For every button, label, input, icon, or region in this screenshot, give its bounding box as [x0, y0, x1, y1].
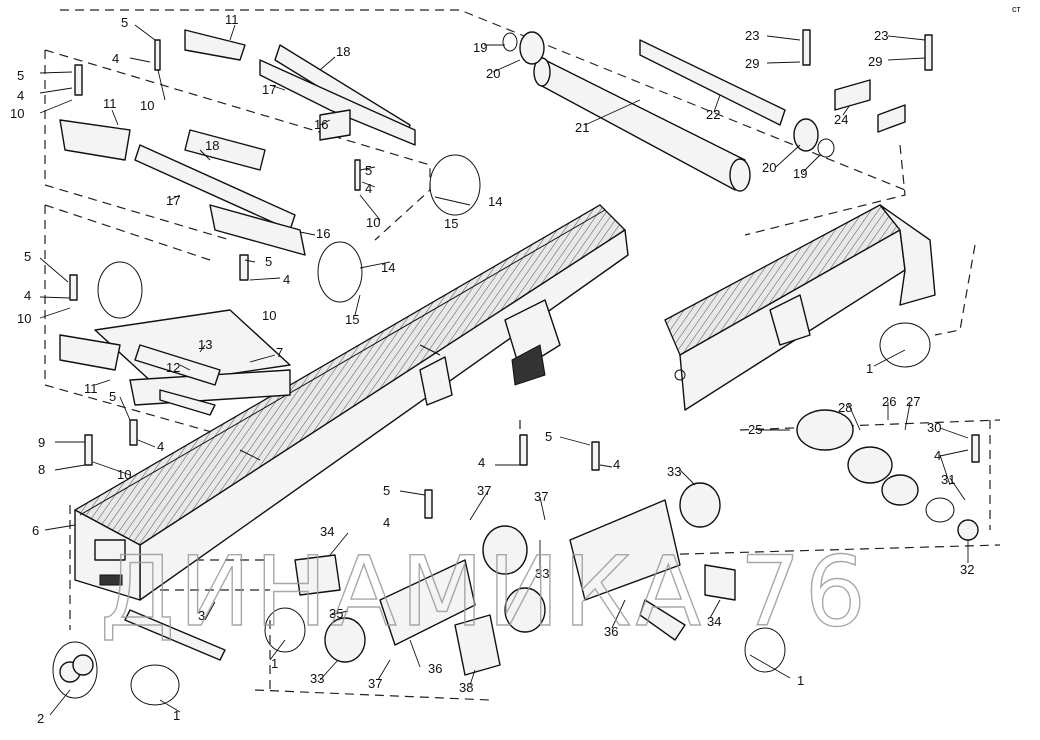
part-number-label: 30: [927, 420, 941, 435]
part-number-label: 24: [834, 112, 848, 127]
group-frames: [44, 9, 1001, 701]
part-number-label: 10: [10, 106, 24, 121]
part-number-label: 37: [534, 489, 548, 504]
watermark-text: ДИНАМИКА 76: [100, 536, 870, 648]
part-number-label: 26: [882, 394, 896, 409]
part-number-label: 33: [310, 671, 324, 686]
part-number-label: 16: [316, 226, 330, 241]
leader-lines: [39, 24, 969, 716]
part-number-label: 31: [941, 472, 955, 487]
part-number-label: 36: [428, 661, 442, 676]
part-number-label: 1: [173, 708, 180, 723]
part-number-label: 25: [748, 422, 762, 437]
part-number-label: 34: [320, 524, 334, 539]
part-number-label: 8: [38, 462, 45, 477]
part-number-label: 10: [140, 98, 154, 113]
part-number-label: 11: [225, 12, 239, 27]
part-number-label: 5: [24, 249, 31, 264]
subframe-left: [59, 309, 291, 416]
part-number-label: 11: [103, 96, 117, 111]
part-number-label: 15: [345, 312, 359, 327]
part-number-label: 14: [488, 194, 502, 209]
part-number-label: 22: [706, 107, 720, 122]
part-number-label: 5: [365, 163, 372, 178]
part-number-label: 20: [762, 160, 776, 175]
corner-mark: ст: [1012, 4, 1021, 14]
part-number-label: 1: [866, 361, 873, 376]
shafts-top: [59, 29, 416, 256]
part-number-label: 5: [121, 15, 128, 30]
part-number-label: 4: [365, 181, 372, 196]
part-number-label: 4: [157, 439, 164, 454]
part-number-label: 38: [459, 680, 473, 695]
part-number-label: 13: [198, 337, 212, 352]
part-number-label: 10: [262, 308, 276, 323]
part-number-label: 37: [368, 676, 382, 691]
part-number-label: 18: [205, 138, 219, 153]
part-number-label: 5: [265, 254, 272, 269]
part-number-label: 4: [24, 288, 31, 303]
part-number-label: 18: [336, 44, 350, 59]
part-number-label: 11: [84, 381, 98, 396]
part-number-label: 4: [283, 272, 290, 287]
part-number-label: 4: [478, 455, 485, 470]
part-number-label: 5: [383, 483, 390, 498]
part-number-label: 10: [17, 311, 31, 326]
part-number-label: 3: [198, 608, 205, 623]
part-number-label: 2: [37, 711, 44, 726]
bolts: [69, 29, 980, 519]
part-number-label: 12: [166, 360, 180, 375]
part-number-label: 5: [545, 429, 552, 444]
part-number-label: 20: [486, 66, 500, 81]
part-number-label: 5: [109, 389, 116, 404]
part-number-label: 36: [604, 624, 618, 639]
part-number-label: 32: [960, 562, 974, 577]
part-number-label: 19: [473, 40, 487, 55]
part-number-label: 28: [838, 400, 852, 415]
part-number-label: 17: [166, 193, 180, 208]
part-number-label: 4: [112, 51, 119, 66]
lower-assemblies: [59, 409, 979, 683]
part-number-label: 15: [444, 216, 458, 231]
part-number-label: 5: [17, 68, 24, 83]
part-number-label: 29: [745, 56, 759, 71]
part-number-label: 4: [383, 515, 390, 530]
part-number-label: 33: [535, 566, 549, 581]
part-number-label: 10: [117, 467, 131, 482]
part-number-label: 27: [906, 394, 920, 409]
part-number-label: 35: [329, 606, 343, 621]
part-number-label: 34: [707, 614, 721, 629]
part-number-label: 29: [868, 54, 882, 69]
part-number-label: 1: [797, 673, 804, 688]
part-number-label: 7: [276, 345, 283, 360]
part-number-label: 4: [934, 448, 941, 463]
part-number-label: 1: [271, 656, 278, 671]
part-number-label: 23: [745, 28, 759, 43]
part-number-label: 37: [477, 483, 491, 498]
part-number-label: 23: [874, 28, 888, 43]
main-boom-left: [73, 204, 629, 601]
part-number-label: 6: [32, 523, 39, 538]
part-number-label: 16: [314, 117, 328, 132]
part-number-label: 19: [793, 166, 807, 181]
part-number-label: 21: [575, 120, 589, 135]
part-number-label: 14: [381, 260, 395, 275]
detail-callouts: [52, 154, 931, 706]
part-number-label: 4: [17, 88, 24, 103]
boom-right: [664, 204, 936, 411]
part-number-label: 4: [613, 457, 620, 472]
part-number-label: 10: [366, 215, 380, 230]
roller-assembly-top: [502, 31, 906, 192]
part-number-label: 33: [667, 464, 681, 479]
part-number-label: 9: [38, 435, 45, 450]
part-number-label: 17: [262, 82, 276, 97]
